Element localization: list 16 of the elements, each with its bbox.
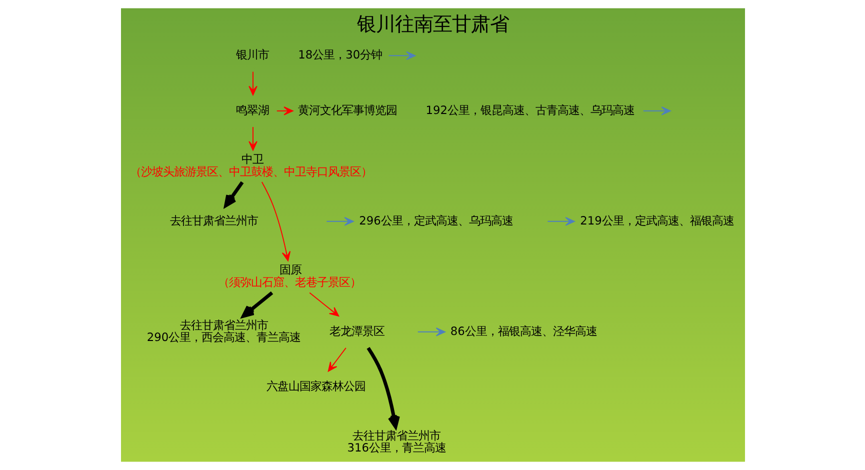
node-text: 黄河文化军事博览园	[298, 102, 397, 117]
node-text: 219公里，定武高速、福银高速	[580, 213, 734, 228]
node-text: 去往甘肃省兰州市 316公里，青兰高速	[346, 428, 446, 455]
node-text: 18公里，30分钟	[298, 48, 382, 62]
node-text: 去往甘肃省兰州市 290公里，西会高速、青兰高速	[146, 318, 300, 344]
node-text: 固原 （须弥山石窟、老巷子景区）	[217, 262, 360, 289]
node-text: 296公里，定武高速、乌玛高速	[358, 213, 512, 228]
diagram-title: 银川往南至甘肃省	[356, 12, 508, 36]
node-text: 六盘山国家森林公园	[266, 379, 366, 394]
node-text: 老龙潭景区	[328, 324, 384, 338]
node-text: 银川市	[235, 48, 268, 62]
node-text: 中卫 （沙坡头旅游景区、中卫鼓楼、中卫寺口风景区）	[129, 152, 372, 178]
node-text: 192公里，银昆高速、古青高速、乌玛高速	[425, 102, 634, 117]
node-text: 86公里，福银高速、泾华高速	[450, 324, 596, 338]
node-text: 去往甘肃省兰州市	[170, 213, 258, 228]
node-text: 鸣翠湖	[235, 102, 268, 117]
